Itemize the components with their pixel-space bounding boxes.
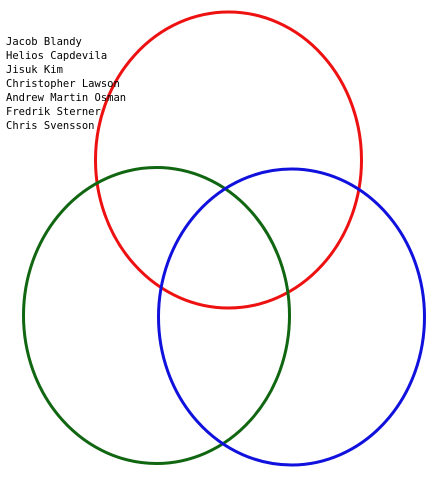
name-item: Chris Svensson — [6, 120, 95, 132]
name-item: Jisuk Kim — [6, 64, 63, 76]
green-circle — [22, 166, 291, 465]
name-item: Andrew Martin Osman — [6, 92, 127, 104]
red-circle — [94, 10, 363, 310]
name-item: Jacob Blandy — [6, 36, 82, 48]
name-item: Fredrik Sterner — [6, 106, 101, 118]
blue-circle — [157, 167, 426, 467]
name-item: Helios Capdevila — [6, 50, 108, 62]
name-list: Jacob Blandy Helios Capdevila Jisuk Kim … — [6, 35, 126, 133]
name-item: Christopher Lawson — [6, 78, 120, 90]
